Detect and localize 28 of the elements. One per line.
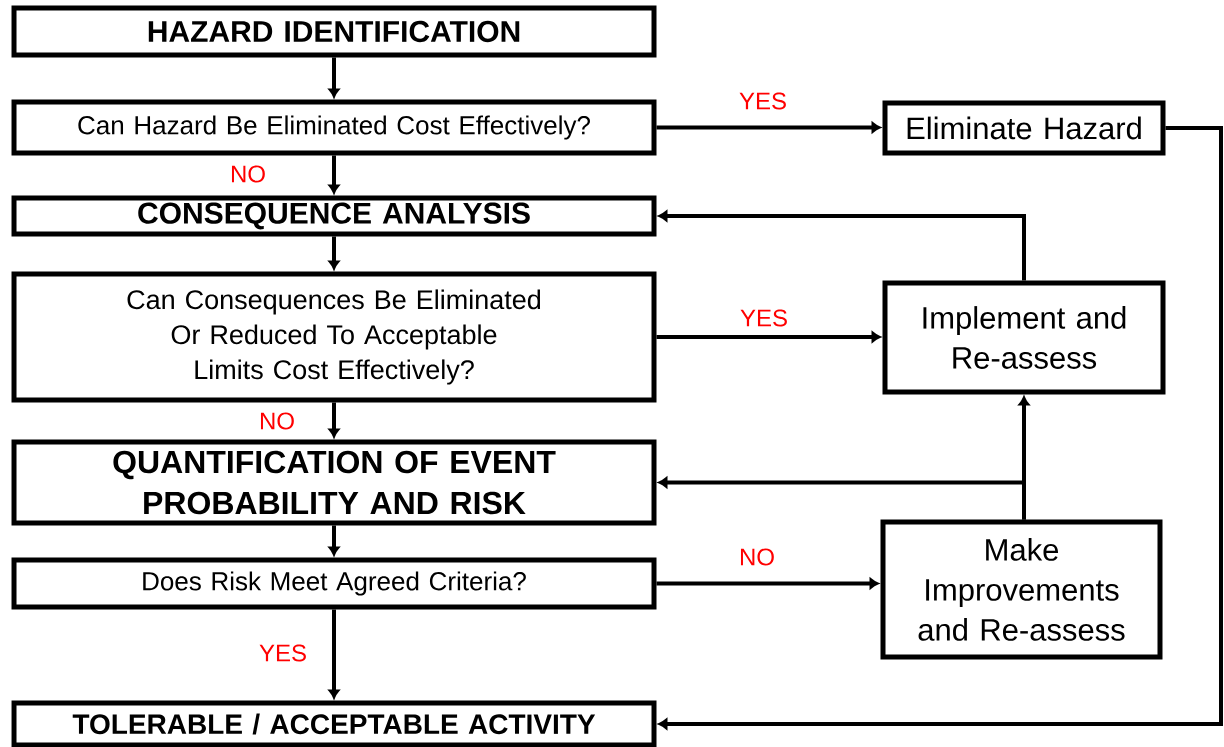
arrow [328, 525, 340, 556]
edge-label: YES [739, 92, 786, 110]
arrow [328, 57, 340, 98]
process-box: Eliminate Hazard [882, 100, 1166, 156]
process-box: Make Improvements and Re-assess [880, 519, 1163, 660]
arrow [658, 210, 1026, 281]
process-box: HAZARD IDENTIFICATION [11, 5, 657, 58]
edge-label: NO [232, 165, 265, 183]
arrow [656, 122, 881, 133]
arrow [656, 578, 879, 589]
edge-label: NO [261, 412, 294, 430]
process-box: Does Risk Meet Agreed Criteria? [11, 557, 657, 610]
process-box: TOLERABLE / ACCEPTABLE ACTIVITY [11, 700, 657, 747]
arrow [328, 609, 340, 699]
arrow [328, 236, 340, 270]
process-box: Can Consequences Be Eliminated Or Reduced To Acceptable Limits Cost Effectively? [11, 271, 657, 403]
arrow [656, 331, 881, 343]
process-box: QUANTIFICATION OF EVENT PROBABILITY AND RISK [11, 439, 657, 526]
edge-label: NO [741, 548, 774, 566]
process-box: CONSEQUENCE ANALYSIS [11, 195, 657, 237]
arrow [658, 477, 1026, 520]
arrow [328, 402, 340, 438]
edge-label: YES [259, 644, 306, 662]
process-box: Implement and Re-assess [882, 280, 1166, 395]
process-box: Can Hazard Be Eliminated Cost Effectively? [11, 99, 657, 156]
arrow [328, 155, 340, 194]
edge-label: YES [740, 309, 787, 327]
arrow [658, 126, 1223, 730]
